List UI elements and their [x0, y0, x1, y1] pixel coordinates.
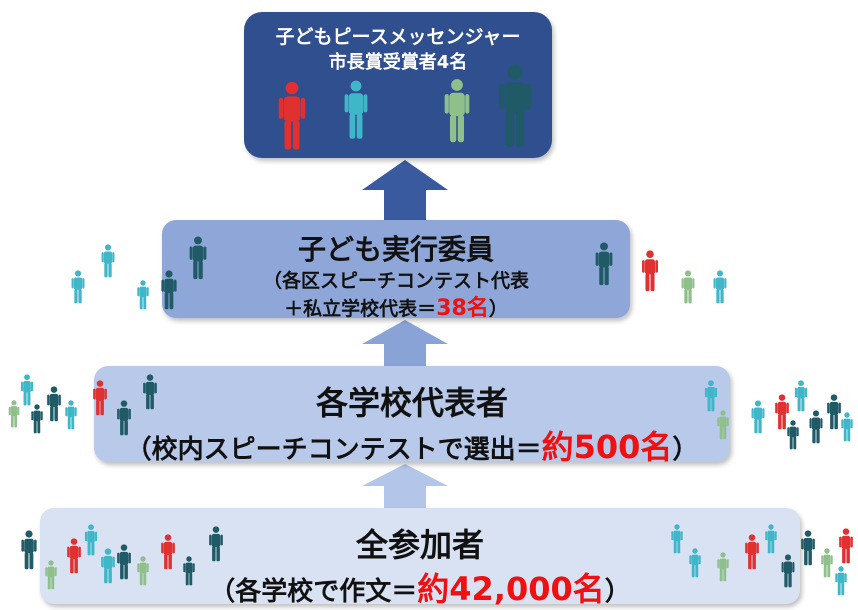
tier2-detail-line2: ＋私立学校代表＝38名）	[162, 290, 630, 322]
arrow-to-tier2	[362, 320, 448, 368]
top-title: 子どもピースメッセンジャー	[275, 26, 521, 48]
tier4-detail-pre: （各学校で作文＝	[209, 577, 418, 607]
tier2-detail-pre: ＋私立学校代表＝	[284, 298, 437, 320]
tier-peace-messengers: 子どもピースメッセンジャー 市長賞受賞者4名	[244, 12, 552, 158]
tier-school-representatives: 各学校代表者 （校内スピーチコンテストで選出＝約500名）	[94, 366, 730, 466]
arrow-to-tier3	[362, 464, 448, 510]
tier2-heading: 子ども実行委員	[297, 233, 494, 266]
tier3-heading: 各学校代表者	[315, 384, 508, 422]
tier3-detail-pre: （校内スピーチコンテストで選出＝	[125, 435, 542, 465]
top-subtitle: 市長賞受賞者4名	[328, 52, 468, 73]
tier4-detail: （各学校で作文＝約42,000名）	[40, 564, 800, 610]
tier3-detail: （校内スピーチコンテストで選出＝約500名）	[94, 422, 730, 468]
arrow-to-top	[362, 160, 448, 222]
tier4-count: 約42,000名	[417, 570, 605, 608]
tier4-heading: 全参加者	[355, 526, 484, 564]
tier2-count: 38名	[436, 296, 489, 321]
tier-children-committee: 子ども実行委員 （各区スピーチコンテスト代表 ＋私立学校代表＝38名）	[162, 220, 630, 321]
tier-all-participants: 全参加者 （各学校で作文＝約42,000名）	[40, 508, 800, 608]
tier3-count: 約500名	[541, 428, 673, 466]
tier3-detail-post: ）	[672, 435, 699, 465]
tier2-detail-post: ）	[488, 298, 508, 320]
tier2-detail-line1: （各区スピーチコンテスト代表	[262, 270, 529, 292]
tier4-detail-post: ）	[604, 577, 631, 607]
